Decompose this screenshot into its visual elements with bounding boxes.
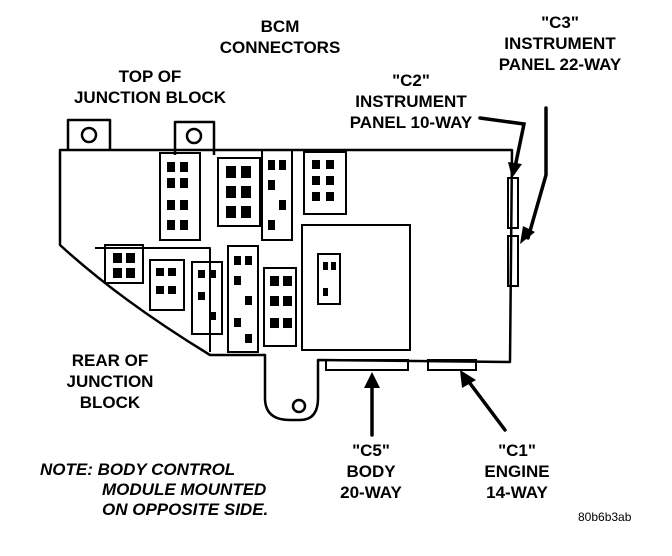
bcm-module-box [301, 224, 411, 351]
c3-connector [507, 235, 519, 287]
top-of-junction-block-label: TOP OF JUNCTION BLOCK [73, 67, 227, 107]
c5-connector [325, 359, 409, 371]
c2-leader-line [478, 116, 527, 174]
bcm-connector-group [159, 149, 347, 241]
rear-connector-pins [113, 253, 292, 343]
junction-block-body [58, 148, 514, 422]
bcm-connector-4 [303, 151, 347, 215]
upper-mount-tab [173, 120, 216, 155]
c3-leader-line [526, 106, 548, 240]
left-mount-hole [80, 126, 98, 144]
rear-connector-group [104, 244, 297, 353]
bcm-connectors-label: BCM CONNECTORS [219, 17, 341, 57]
c3-arrowhead [520, 226, 535, 244]
c5-label: "C5" BODY 20-WAY [340, 441, 402, 502]
c1-label: "C1" ENGINE 14-WAY [484, 441, 550, 502]
left-mount-tab [66, 118, 112, 150]
note-line-1: NOTE: BODY CONTROL [40, 460, 236, 479]
c2-label: "C2" INSTRUMENT PANEL 10-WAY [349, 71, 473, 132]
rear-connector-1 [104, 244, 144, 284]
c3-label: "C3" INSTRUMENT PANEL 22-WAY [498, 13, 622, 74]
rear-connector-3 [191, 261, 223, 335]
note-line-2: MODULE MOUNTED [102, 480, 267, 499]
c1-leader-line [464, 376, 507, 432]
bcm-module-window [317, 253, 341, 305]
bcm-connector-2 [217, 157, 261, 227]
c5-arrowhead [364, 372, 380, 388]
c2-connector [507, 177, 519, 229]
rear-of-junction-block-label: REAR OF JUNCTION BLOCK [66, 351, 154, 412]
note-text: NOTE: BODY CONTROL MODULE MOUNTED ON OPP… [40, 460, 268, 520]
upper-mount-hole [185, 127, 203, 145]
c2-arrowhead [508, 162, 522, 178]
note-line-3: ON OPPOSITE SIDE. [102, 500, 269, 519]
rear-connector-5 [263, 267, 297, 347]
bcm-connector-1 [159, 152, 201, 241]
bottom-mount-hole [291, 398, 307, 414]
rear-connector-4 [227, 245, 259, 353]
bcm-connector-3 [261, 149, 293, 241]
bcm-connector-pins [167, 160, 334, 230]
c1-arrowhead [460, 370, 476, 388]
c1-connector [427, 359, 477, 371]
figure-id: 80b6b3ab [578, 510, 632, 524]
rear-connector-2 [149, 259, 185, 311]
